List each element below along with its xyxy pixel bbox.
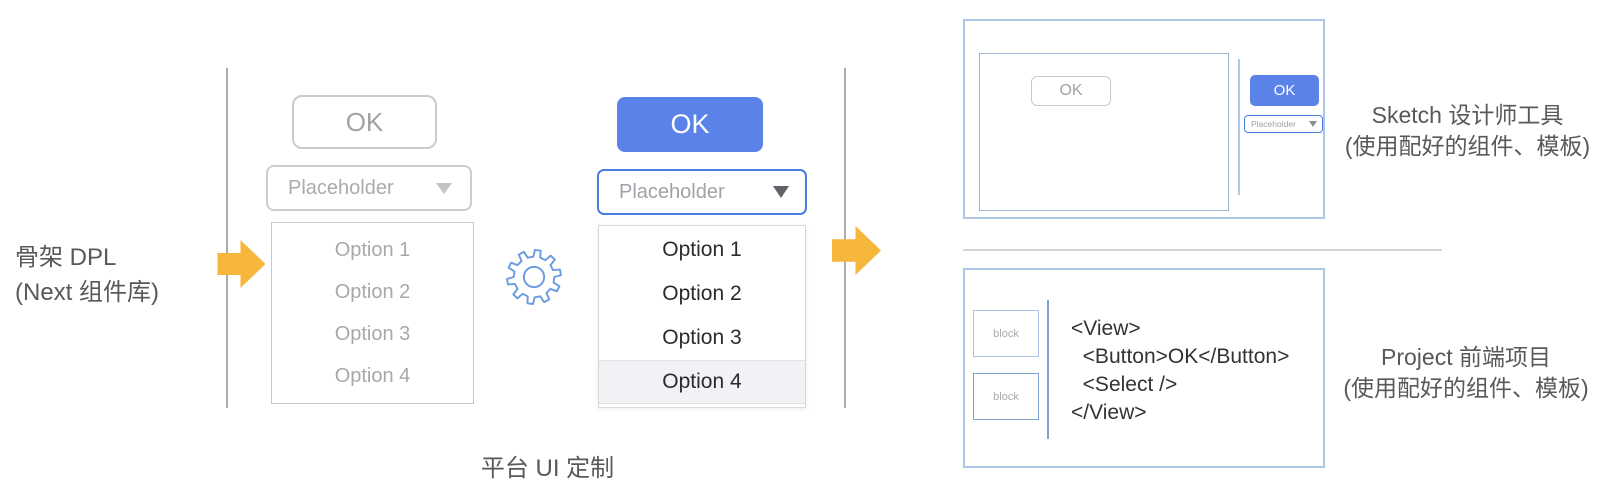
sketch-canvas: OK <box>979 53 1229 211</box>
flow-arrow-icon <box>832 226 881 275</box>
sketch-canvas-ok-label: OK <box>1059 82 1083 99</box>
divider-line-left <box>226 68 228 408</box>
code-block-1-label: block <box>993 327 1019 340</box>
code-line: <View> <box>1071 317 1141 340</box>
sketch-tool-panel: OK OK Placeholder <box>963 19 1325 219</box>
code-block-1[interactable]: block <box>973 310 1039 357</box>
wireframe-option[interactable]: Option 1 <box>334 238 411 261</box>
sketch-panel-divider <box>1238 59 1240 195</box>
right-section-divider <box>963 249 1442 251</box>
wireframe-option[interactable]: Option 4 <box>334 364 411 387</box>
styled-option-list: Option 1 Option 2 Option 3 Option 4 <box>598 225 806 408</box>
styled-option[interactable]: Option 1 <box>662 238 742 261</box>
wireframe-select[interactable]: Placeholder <box>266 165 472 211</box>
styled-option[interactable]: Option 2 <box>662 282 742 305</box>
sketch-palette-ok-button[interactable]: OK <box>1250 75 1319 106</box>
wireframe-option[interactable]: Option 3 <box>334 322 411 345</box>
code-panel-label-line1: Project 前端项目 <box>1381 344 1551 370</box>
code-project-panel: block block <View> <Button>OK</Button> <… <box>963 268 1325 468</box>
code-panel-label-line2: (使用配好的组件、模板) <box>1343 375 1589 401</box>
left-stage-label: 骨架 DPL (Next 组件库) <box>15 240 225 310</box>
styled-select-value: Placeholder <box>619 180 725 203</box>
styled-ok-button[interactable]: OK <box>617 97 763 152</box>
code-line: <Select /> <box>1071 373 1178 396</box>
wireframe-ok-button[interactable]: OK <box>292 95 437 149</box>
wireframe-option-list: Option 1 Option 2 Option 3 Option 4 <box>271 222 474 404</box>
chevron-down-icon <box>436 182 452 194</box>
styled-select[interactable]: Placeholder <box>597 169 807 215</box>
sketch-palette-select[interactable]: Placeholder <box>1244 115 1323 133</box>
middle-caption: 平台 UI 定制 <box>480 455 615 482</box>
sketch-palette-select-value: Placeholder <box>1251 119 1296 129</box>
styled-option-highlighted[interactable]: Option 4 <box>599 360 805 404</box>
code-snippet: <View> <Button>OK</Button> <Select /> </… <box>1071 315 1289 427</box>
code-line: </View> <box>1071 401 1147 424</box>
wireframe-option[interactable]: Option 2 <box>334 280 411 303</box>
chevron-down-icon <box>773 186 789 198</box>
sketch-panel-label-line1: Sketch 设计师工具 <box>1371 102 1564 128</box>
code-panel-label: Project 前端项目 (使用配好的组件、模板) <box>1332 342 1600 404</box>
code-panel-divider <box>1047 300 1049 439</box>
wireframe-ok-button-label: OK <box>345 106 384 137</box>
chevron-down-icon <box>1309 121 1317 127</box>
styled-ok-button-label: OK <box>670 109 710 139</box>
sketch-panel-label: Sketch 设计师工具 (使用配好的组件、模板) <box>1335 100 1600 162</box>
left-stage-label-line1: 骨架 DPL <box>15 244 117 271</box>
gear-icon <box>506 248 562 306</box>
left-stage-label-line2: (Next 组件库) <box>15 279 159 306</box>
wireframe-select-value: Placeholder <box>288 176 394 199</box>
sketch-palette-ok-label: OK <box>1273 82 1296 99</box>
flow-arrow-icon <box>217 240 266 288</box>
sketch-canvas-ok-button[interactable]: OK <box>1031 76 1111 106</box>
divider-line-right <box>844 68 846 408</box>
styled-option[interactable]: Option 3 <box>662 326 742 349</box>
code-block-2[interactable]: block <box>973 373 1039 420</box>
code-block-2-label: block <box>993 390 1019 403</box>
sketch-panel-label-line2: (使用配好的组件、模板) <box>1344 133 1591 159</box>
code-line: <Button>OK</Button> <box>1071 345 1290 368</box>
